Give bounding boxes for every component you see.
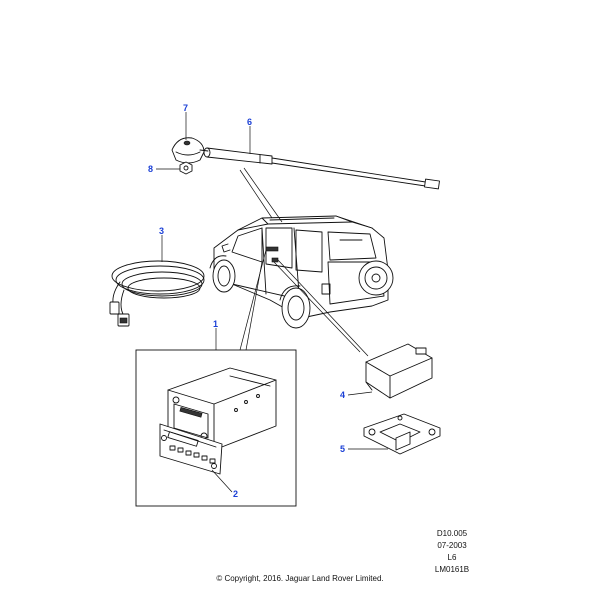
- reference-level: L6: [447, 553, 457, 562]
- antenna-nut[interactable]: [179, 161, 193, 175]
- callout-7[interactable]: 7: [183, 103, 188, 113]
- reference-date: 07-2003: [437, 541, 467, 550]
- callout-2[interactable]: 2: [233, 489, 238, 499]
- reference-code: D10.005: [436, 529, 468, 538]
- antenna-cable[interactable]: [109, 260, 205, 327]
- callout-1[interactable]: 1: [213, 319, 218, 329]
- reference-drawing: LM0161B: [434, 565, 470, 574]
- copyright-notice: © Copyright, 2016. Jaguar Land Rover Lim…: [216, 574, 384, 583]
- callout-8[interactable]: 8: [148, 164, 153, 174]
- antenna-mast[interactable]: [203, 147, 440, 190]
- vehicle-illustration: [209, 215, 394, 329]
- callout-6[interactable]: 6: [247, 117, 252, 127]
- mounting-bracket[interactable]: [363, 413, 441, 455]
- radio-front-panel[interactable]: [159, 423, 223, 475]
- amplifier-module[interactable]: [365, 343, 433, 399]
- callout-4[interactable]: 4: [340, 390, 345, 400]
- callout-leaders: [156, 112, 388, 493]
- radio-unit[interactable]: [167, 367, 277, 451]
- antenna-base[interactable]: [171, 137, 209, 164]
- callout-5[interactable]: 5: [340, 444, 345, 454]
- callout-3[interactable]: 3: [159, 226, 164, 236]
